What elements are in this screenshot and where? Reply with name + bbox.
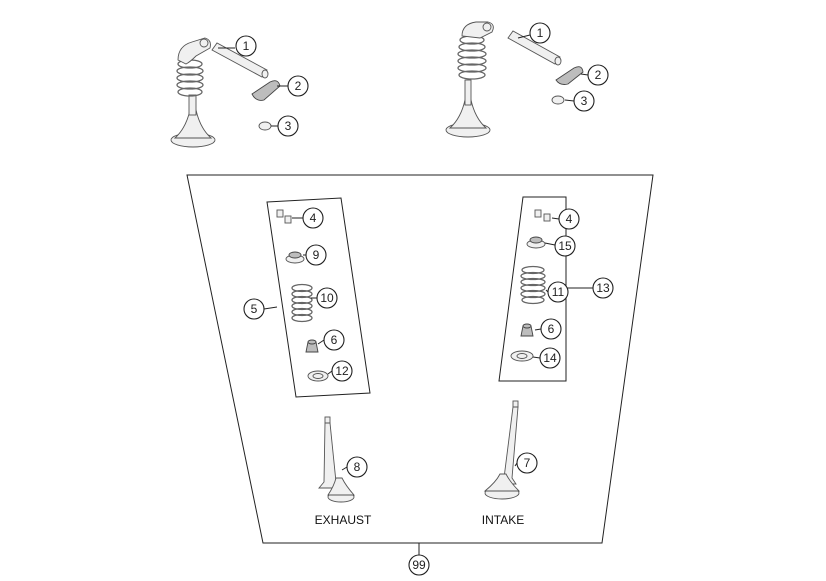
callout-exhaust-6: 6 [323, 329, 345, 351]
exhaust-label: EXHAUST [315, 513, 372, 527]
callout-top-left-3: 3 [277, 115, 299, 137]
callout-exhaust-12: 12 [331, 360, 353, 382]
svg-text:7: 7 [524, 456, 531, 470]
callout-kit-99: 99 [408, 554, 430, 576]
top-right-finger-follower [555, 66, 584, 85]
exhaust-spring-seat [307, 370, 329, 382]
top-right-spring [457, 35, 487, 80]
svg-text:3: 3 [285, 119, 292, 133]
svg-text:12: 12 [335, 364, 349, 378]
svg-text:2: 2 [295, 79, 302, 93]
svg-text:1: 1 [243, 39, 250, 53]
callout-exhaust-9: 9 [305, 244, 327, 266]
intake-valve [483, 400, 521, 500]
top-left-finger-follower [251, 80, 281, 101]
svg-text:6: 6 [331, 333, 338, 347]
kit-99-outline [186, 174, 654, 544]
svg-text:10: 10 [320, 291, 334, 305]
svg-text:14: 14 [543, 351, 557, 365]
svg-text:4: 4 [310, 211, 317, 225]
callout-top-left-2: 2 [287, 75, 309, 97]
top-left-spring [176, 59, 204, 97]
svg-text:5: 5 [251, 302, 258, 316]
svg-text:2: 2 [595, 68, 602, 82]
top-right-valve-assembly [445, 21, 584, 138]
callout-exhaust-valve-8: 8 [346, 456, 368, 478]
callout-exhaust-10: 10 [316, 287, 338, 309]
top-right-shim [551, 95, 565, 105]
intake-valve-stem-seal [520, 323, 534, 337]
intake-valve-keepers [534, 209, 551, 222]
top-left-valve-assembly [170, 37, 281, 148]
callout-top-right-2: 2 [587, 64, 609, 86]
callout-intake-4: 4 [558, 208, 580, 230]
callout-exhaust-5: 5 [243, 298, 265, 320]
svg-text:6: 6 [548, 322, 555, 336]
top-right-rocker-shaft [507, 30, 562, 66]
intake-spring-seat [510, 350, 534, 362]
svg-text:9: 9 [313, 248, 320, 262]
svg-text:3: 3 [581, 94, 588, 108]
svg-text:11: 11 [552, 285, 565, 299]
exhaust-valve-stem-seal [305, 339, 319, 353]
callout-intake-13: 13 [592, 277, 614, 299]
callout-intake-6: 6 [540, 318, 562, 340]
exhaust-subkit-outline [266, 197, 371, 398]
callout-intake-14: 14 [539, 347, 561, 369]
intake-valve-spring [520, 265, 546, 305]
svg-text:8: 8 [354, 460, 361, 474]
svg-text:15: 15 [558, 239, 572, 253]
svg-text:1: 1 [537, 26, 544, 40]
exhaust-spring-retainer [285, 251, 305, 264]
svg-text:INTAKE: INTAKE [482, 513, 524, 527]
top-left-rocker-shaft [211, 42, 269, 79]
svg-text:4: 4 [566, 212, 573, 226]
svg-text:99: 99 [412, 558, 426, 572]
callout-top-right-3: 3 [573, 90, 595, 112]
callout-intake-11: 11 [547, 281, 569, 303]
exhaust-valve-keepers [276, 209, 292, 224]
callout-intake-valve-7: 7 [516, 452, 538, 474]
exhaust-valve-spring [291, 283, 313, 323]
callout-exhaust-4: 4 [302, 207, 324, 229]
intake-label: INTAKE [482, 513, 524, 527]
exhaust-valve [318, 416, 356, 503]
intake-spring-retainer [526, 236, 546, 249]
callout-intake-15: 15 [554, 235, 576, 257]
callout-top-right-1: 1 [529, 22, 551, 44]
svg-text:EXHAUST: EXHAUST [315, 513, 372, 527]
intake-subkit-outline [498, 196, 567, 382]
top-left-shim [258, 121, 272, 131]
svg-text:13: 13 [596, 281, 610, 295]
callout-top-left-1: 1 [235, 35, 257, 57]
